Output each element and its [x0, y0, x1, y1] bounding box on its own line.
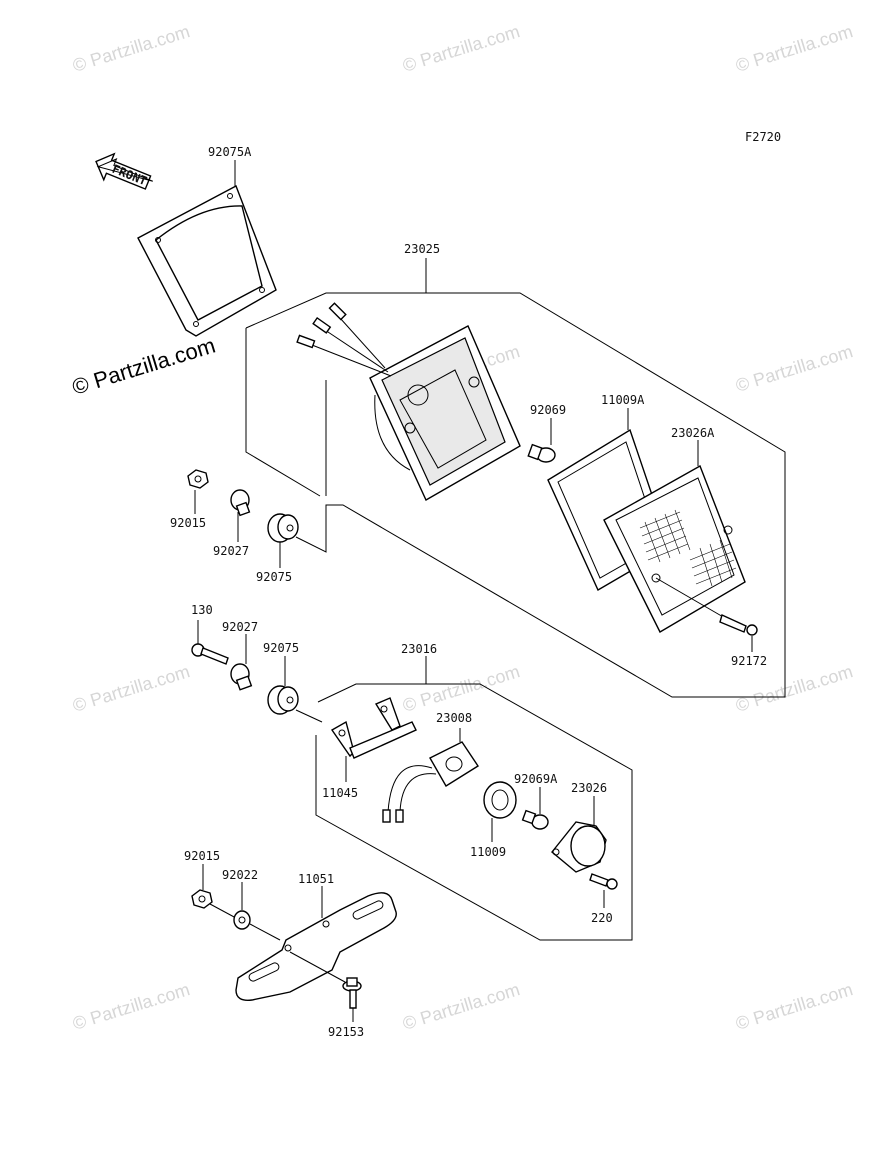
watermark: © Partzilla.com: [400, 979, 522, 1034]
watermark: © Partzilla.com: [70, 661, 192, 716]
watermark: © Partzilla.com: [733, 341, 855, 396]
part-label-23026: 23026: [571, 781, 607, 795]
part-label-92153: 92153: [328, 1025, 364, 1039]
part-label-11045: 11045: [322, 786, 358, 800]
part-label-92027-top: 92027: [213, 544, 249, 558]
part-label-23025: 23025: [404, 242, 440, 256]
part-label-23016: 23016: [401, 642, 437, 656]
watermark: © Partzilla.com: [70, 21, 192, 76]
nut-92015-bottom: [191, 889, 213, 909]
watermark: © Partzilla.com: [733, 661, 855, 716]
front-label: FRONT: [110, 162, 149, 189]
bolt-130: [191, 643, 229, 665]
part-label-92075-mid: 92075: [263, 641, 299, 655]
front-arrow-icon: FRONT: [95, 152, 153, 190]
watermark: © Partzilla.com: [70, 979, 192, 1034]
assembly-outline-23025: [245, 292, 786, 698]
watermark: © Partzilla.com: [400, 21, 522, 76]
tail-lamp-wires: [296, 302, 392, 377]
gasket-11009: [483, 781, 517, 819]
collar-92027-top: [230, 489, 251, 517]
watermark: © Partzilla.com: [733, 979, 855, 1034]
bracket-11051: [235, 892, 397, 1001]
part-label-92069a: 92069A: [514, 772, 558, 786]
watermark: © Partzilla.com: [400, 661, 522, 716]
watermark: © Partzilla.com: [733, 21, 855, 76]
tail-lamp-housing: [369, 325, 521, 501]
screw-220: [589, 873, 618, 890]
washer-92022: [233, 910, 251, 930]
collar-92027-mid: [230, 663, 253, 691]
bulb-92069a: [521, 809, 549, 830]
part-label-11009: 11009: [470, 845, 506, 859]
part-label-92172: 92172: [731, 654, 767, 668]
part-label-92015-top: 92015: [170, 516, 206, 530]
damper-92075-mid: [267, 685, 299, 715]
lens-23026: [551, 821, 607, 873]
part-label-92022: 92022: [222, 868, 258, 882]
bulb-92069: [527, 443, 556, 463]
watermark-prominent: © Partzilla.com: [69, 333, 218, 400]
part-label-220: 220: [591, 911, 613, 925]
lens-23026a: [603, 464, 746, 633]
part-label-130: 130: [191, 603, 213, 617]
part-label-23026a: 23026A: [671, 426, 715, 440]
diagram-code: F2720: [745, 130, 781, 144]
part-label-11009a: 11009A: [601, 393, 645, 407]
part-label-92075-top: 92075: [256, 570, 292, 584]
nut-92015-top: [187, 469, 209, 489]
screw-92172: [655, 577, 758, 636]
damper-92075-top: [267, 513, 299, 543]
part-label-92069: 92069: [530, 403, 566, 417]
bolt-92153: [289, 951, 362, 1009]
part-label-23008: 23008: [436, 711, 472, 725]
assembly-outline-23016: [315, 683, 633, 941]
part-label-92027-mid: 92027: [222, 620, 258, 634]
part-label-92075a: 92075A: [208, 145, 252, 159]
socket-23008: [382, 741, 479, 823]
part-label-92015-bottom: 92015: [184, 849, 220, 863]
bracket-11045: [330, 697, 417, 759]
gasket-92075a: [137, 160, 277, 337]
part-label-11051: 11051: [298, 872, 334, 886]
